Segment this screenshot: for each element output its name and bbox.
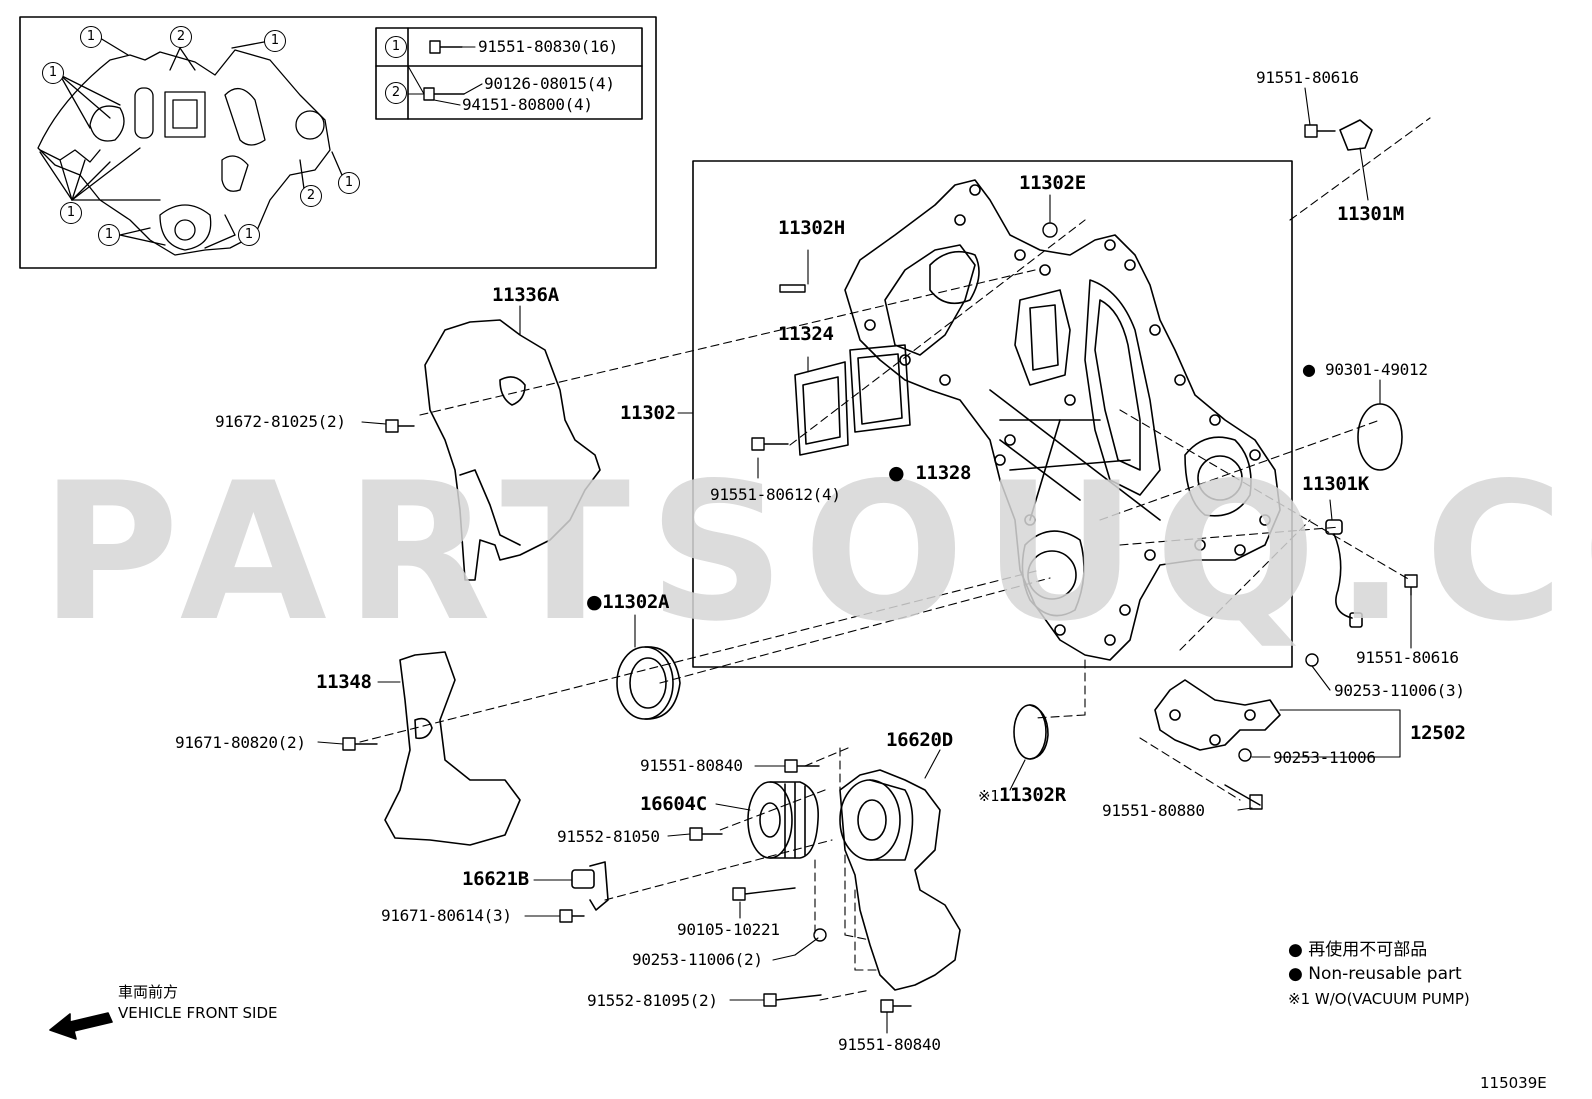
part-label-11302E[interactable]: 11302E bbox=[1019, 172, 1086, 194]
inset-marker: 2 bbox=[300, 185, 322, 207]
part-label-16620D[interactable]: 16620D bbox=[886, 729, 953, 751]
inset-marker: 1 bbox=[98, 224, 120, 246]
inset-cover-sketch bbox=[37, 37, 346, 256]
part-label-11348[interactable]: 11348 bbox=[316, 671, 372, 693]
legend-footnote: ※1 W/O(VACUUM PUMP) bbox=[1288, 990, 1470, 1008]
part-label-91551-80880[interactable]: 91551-80880 bbox=[1102, 801, 1205, 820]
part-label-91551-80616-right[interactable]: 91551-80616 bbox=[1356, 648, 1459, 667]
inset-marker: 1 bbox=[80, 26, 102, 48]
direction-note-en: VEHICLE FRONT SIDE bbox=[118, 1004, 278, 1022]
part-label-91552-81050[interactable]: 91552-81050 bbox=[557, 827, 660, 846]
part-label-11324[interactable]: 11324 bbox=[778, 323, 834, 345]
diagram-id: 115039E bbox=[1480, 1074, 1547, 1092]
front-arrow-icon bbox=[49, 1012, 113, 1040]
inset-marker: 1 bbox=[42, 62, 64, 84]
inset-marker: 1 bbox=[60, 202, 82, 224]
inset-frame bbox=[19, 16, 657, 269]
inset-part-90126-08015[interactable]: 90126-08015(4) bbox=[484, 74, 615, 93]
oil-seal-11302A bbox=[616, 646, 681, 720]
timing-cover-assembly-frame bbox=[692, 160, 1293, 668]
bolt-icons bbox=[342, 40, 1418, 1013]
part-label-16604C[interactable]: 16604C bbox=[640, 793, 707, 815]
bracket-12502 bbox=[1154, 679, 1281, 751]
part-label-90253-11006-3[interactable]: 90253-11006(3) bbox=[1334, 681, 1465, 700]
part-label-90105-10221[interactable]: 90105-10221 bbox=[677, 920, 780, 939]
part-label-91552-81095[interactable]: 91552-81095(2) bbox=[587, 991, 718, 1010]
inset-marker: 1 bbox=[338, 172, 360, 194]
part-label-11336A[interactable]: 11336A bbox=[492, 284, 559, 306]
part-label-11302[interactable]: 11302 bbox=[620, 402, 676, 424]
part-label-90301-49012[interactable]: ● 90301-49012 bbox=[1302, 360, 1428, 379]
inset-marker: 1 bbox=[264, 30, 286, 52]
gasket-11324 bbox=[794, 344, 911, 456]
cover-11336A bbox=[424, 319, 601, 581]
inset-part-91551-80830[interactable]: 91551-80830(16) bbox=[478, 37, 618, 56]
o-ring-90301 bbox=[1357, 403, 1403, 471]
part-label-11302R[interactable]: ※111302R bbox=[978, 784, 1066, 806]
cover-11348 bbox=[384, 651, 521, 846]
dashed-guide-lines bbox=[359, 117, 1431, 1001]
direction-note-jp: 車両前方 bbox=[118, 983, 179, 1001]
part-label-91551-80612[interactable]: 91551-80612(4) bbox=[710, 485, 841, 504]
part-label-91672-81025[interactable]: 91672-81025(2) bbox=[215, 412, 346, 431]
part-label-11328[interactable]: ● 11328 bbox=[888, 462, 972, 484]
sensor-16621B bbox=[571, 861, 609, 911]
part-label-91671-80614[interactable]: 91671-80614(3) bbox=[381, 906, 512, 925]
part-label-11301M[interactable]: 11301M bbox=[1337, 203, 1404, 225]
timing-cover-11302 bbox=[844, 179, 1281, 661]
cap-11302R bbox=[1013, 704, 1049, 760]
part-label-91671-80820[interactable]: 91671-80820(2) bbox=[175, 733, 306, 752]
part-label-11301K[interactable]: 11301K bbox=[1302, 473, 1369, 495]
part-label-91551-80840-top[interactable]: 91551-80840 bbox=[640, 756, 743, 775]
part-label-90253-11006-2[interactable]: 90253-11006(2) bbox=[632, 950, 763, 969]
inset-table-frame bbox=[375, 27, 643, 120]
inset-marker: 1 bbox=[238, 224, 260, 246]
tensioner-bracket-16620D bbox=[839, 769, 961, 991]
part-label-91551-80840-bottom[interactable]: 91551-80840 bbox=[838, 1035, 941, 1054]
part-label-90253-11006[interactable]: 90253-11006 bbox=[1273, 748, 1376, 767]
inset-part-94151-80800[interactable]: 94151-80800(4) bbox=[462, 95, 593, 114]
part-label-11302A[interactable]: ●11302A bbox=[586, 591, 670, 613]
inset-table-key-1: 1 bbox=[385, 36, 407, 58]
inset-marker: 2 bbox=[170, 26, 192, 48]
part-label-11302H[interactable]: 11302H bbox=[778, 217, 845, 239]
legend-jp: ● 再使用不可部品 bbox=[1288, 940, 1428, 960]
part-label-12502[interactable]: 12502 bbox=[1410, 722, 1466, 744]
part-label-91551-80616-top[interactable]: 91551-80616 bbox=[1256, 68, 1359, 87]
sensor-11301M bbox=[1339, 119, 1373, 151]
legend-en: ● Non-reusable part bbox=[1288, 964, 1462, 984]
sensor-11301K bbox=[1325, 519, 1363, 628]
leader-lines bbox=[317, 46, 1412, 1034]
part-label-16621B[interactable]: 16621B bbox=[462, 868, 529, 890]
inset-table-key-2: 2 bbox=[385, 82, 407, 104]
